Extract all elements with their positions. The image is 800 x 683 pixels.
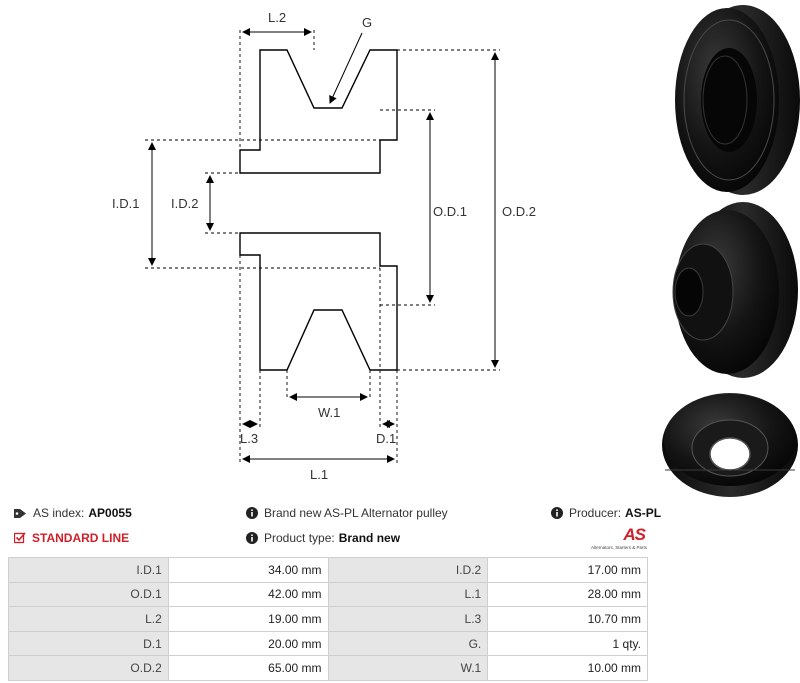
info-icon — [246, 507, 258, 519]
spec-key: L.1 — [327, 581, 489, 608]
pulley-photo-angled — [672, 202, 798, 378]
spec-value: 19.00 mm — [167, 606, 329, 632]
product-type-row: Product type: Brand new — [246, 531, 400, 545]
spec-key: D.1 — [8, 630, 169, 657]
specs-table: I.D.1 34.00 mm I.D.2 17.00 mm O.D.1 42.0… — [8, 557, 648, 681]
spec-key: G. — [327, 630, 489, 657]
description-row: Brand new AS-PL Alternator pulley — [246, 506, 448, 520]
table-row: D.1 20.00 mm G. 1 qty. — [8, 630, 648, 657]
spec-value: 20.00 mm — [167, 630, 329, 657]
spec-key: O.D.2 — [8, 655, 169, 681]
pulley-photo-side — [675, 5, 800, 195]
label-l3: L.3 — [240, 431, 258, 446]
label-l2: L.2 — [268, 10, 286, 25]
product-type-label: Product type: — [264, 531, 335, 545]
as-index-row: AS index: AP0055 — [14, 506, 132, 520]
pulley-photo-front — [662, 393, 798, 497]
spec-value: 28.00 mm — [487, 581, 648, 608]
logo-tagline: Alternators, Starters & Parts — [590, 545, 647, 550]
standard-line-label: STANDARD LINE — [32, 531, 130, 545]
standard-line-row: STANDARD LINE — [14, 531, 129, 545]
spec-key: I.D.2 — [327, 557, 489, 583]
product-photos — [662, 5, 800, 497]
label-id1: I.D.1 — [112, 196, 139, 211]
producer-value: AS-PL — [625, 506, 662, 520]
table-row: L.2 19.00 mm L.3 10.70 mm — [8, 606, 648, 632]
label-l1: L.1 — [310, 467, 328, 480]
label-od1: O.D.1 — [433, 204, 467, 219]
spec-key: L.2 — [8, 606, 169, 632]
label-id2: I.D.2 — [171, 196, 198, 211]
label-od2: O.D.2 — [502, 204, 536, 219]
spec-value: 17.00 mm — [487, 557, 648, 583]
dim-g-leader — [329, 32, 363, 104]
checkbox-checked-icon — [14, 532, 26, 544]
label-d1: D.1 — [376, 431, 396, 446]
table-row: I.D.1 34.00 mm I.D.2 17.00 mm — [8, 557, 648, 583]
label-g: G — [362, 15, 372, 30]
spec-key: W.1 — [327, 655, 489, 681]
table-row: O.D.1 42.00 mm L.1 28.00 mm — [8, 581, 648, 608]
spec-value: 34.00 mm — [167, 557, 329, 583]
pulley-technical-drawing: L.2 G I.D.1 I.D.2 O.D.1 O.D.2 W.1 L.3 D.… — [112, 10, 536, 480]
logo-mark: AS — [623, 525, 646, 544]
info-icon — [246, 532, 258, 544]
pulley-profile — [239, 49, 398, 371]
producer-row: Producer: AS-PL — [551, 506, 661, 520]
spec-value: 65.00 mm — [167, 655, 329, 681]
product-type-value: Brand new — [338, 531, 401, 545]
info-icon — [551, 507, 563, 519]
spec-key: I.D.1 — [8, 557, 169, 583]
as-pl-logo: AS Alternators, Starters & Parts — [585, 525, 647, 551]
table-row: O.D.2 65.00 mm W.1 10.00 mm — [8, 655, 648, 681]
dimension-lines — [148, 28, 499, 463]
spec-value: 42.00 mm — [167, 581, 329, 608]
spec-key: L.3 — [327, 606, 489, 632]
as-index-value: AP0055 — [88, 506, 132, 520]
spec-key: O.D.1 — [8, 581, 169, 608]
spec-value: 10.00 mm — [487, 655, 648, 681]
description-text: Brand new AS-PL Alternator pulley — [264, 506, 448, 520]
producer-label: Producer: — [569, 506, 622, 520]
extension-lines — [145, 30, 500, 465]
label-w1: W.1 — [318, 405, 340, 420]
spec-value: 1 qty. — [487, 630, 648, 657]
tag-icon — [14, 508, 26, 518]
as-index-label: AS index: — [33, 506, 85, 520]
spec-value: 10.70 mm — [487, 606, 648, 632]
